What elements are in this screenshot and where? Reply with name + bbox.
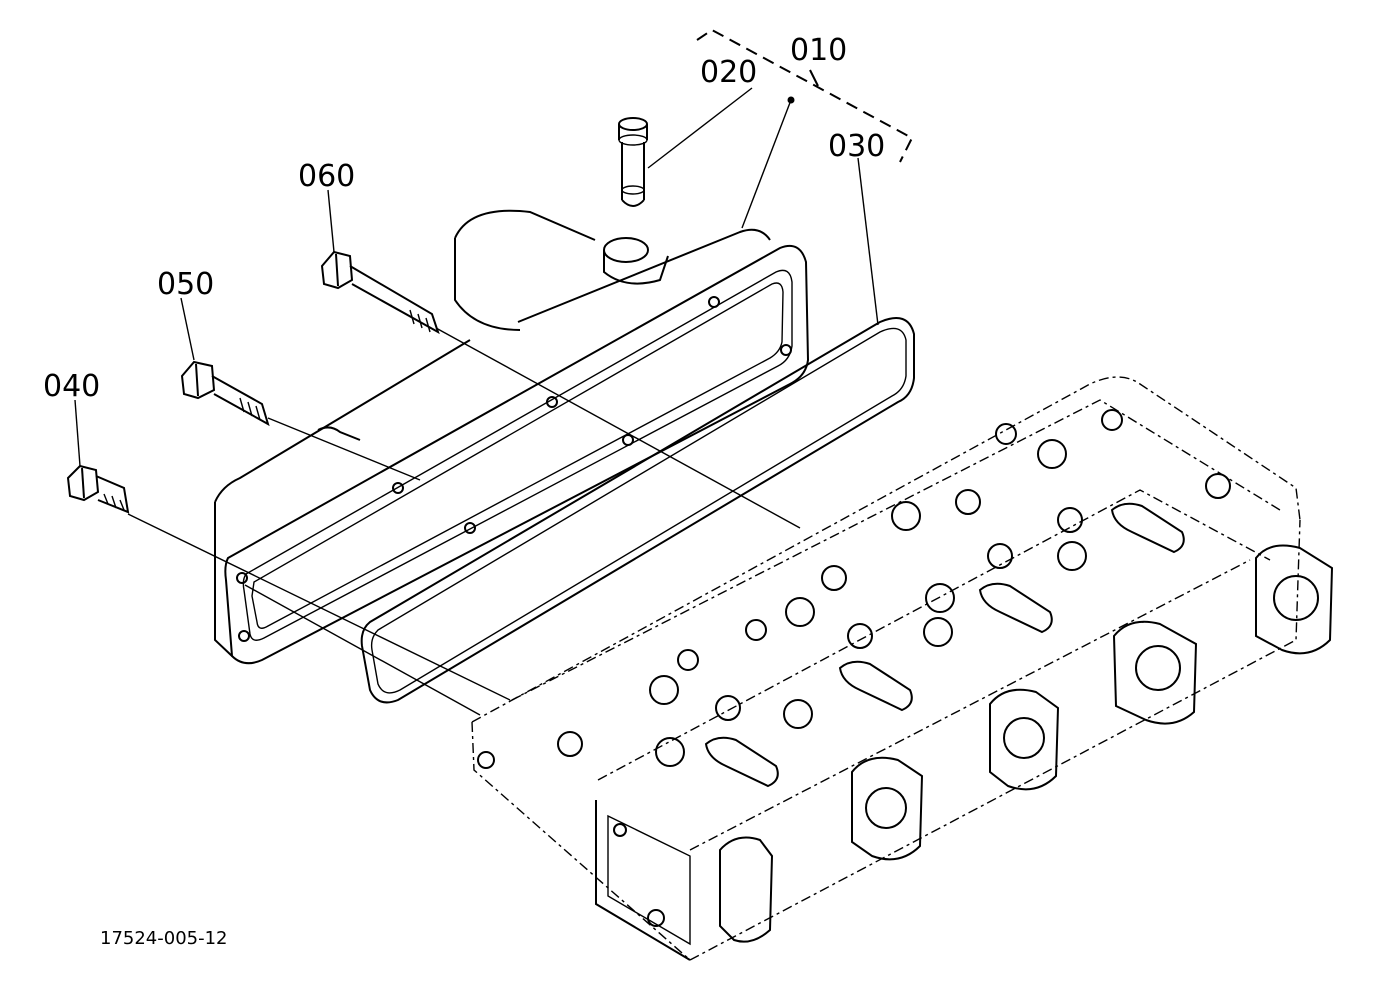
plug-020 [618,117,648,207]
callout-050-label: 050 [157,267,214,302]
callout-030-label: 030 [828,129,885,164]
callout-010-label: 010 [790,33,847,68]
assembly-bracket [696,28,914,163]
bolt-050 [180,360,270,427]
bolt-040 [66,464,130,514]
bolt-060 [320,250,440,335]
callout-060-label: 060 [298,159,355,194]
gasket-030 [360,317,915,704]
cylinder-head [471,376,1334,961]
drawing-code: 17524-005-12 [100,928,228,949]
callout-020-label: 020 [700,55,757,90]
leader-lines [74,87,879,467]
valve-cover-010 [214,209,810,665]
callout-040-label: 040 [43,369,100,404]
